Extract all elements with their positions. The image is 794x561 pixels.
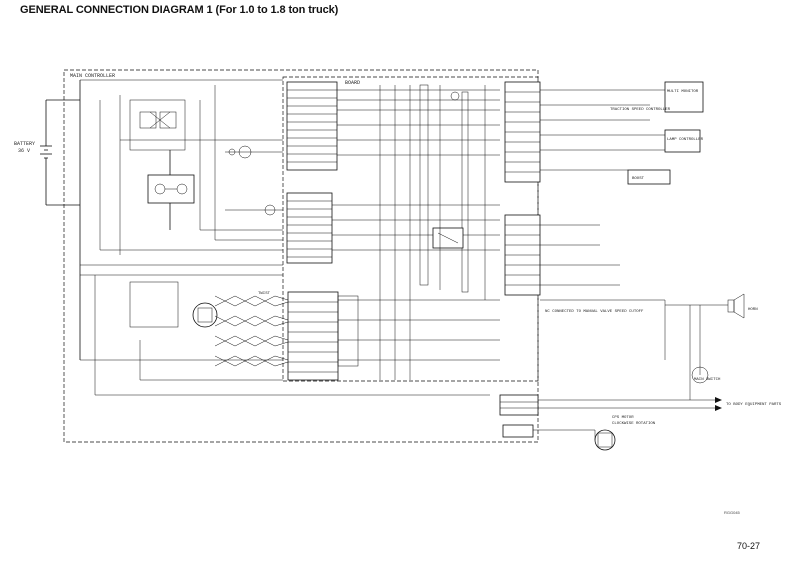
horn-label: HORN	[748, 308, 758, 312]
clockwise-rotation-label: CLOCKWISE ROTATION	[612, 422, 656, 426]
diagram-title: GENERAL CONNECTION DIAGRAM 1 (For 1.0 to…	[20, 4, 339, 16]
cps-motor-label: CPS MOTOR	[612, 416, 634, 420]
board-region	[282, 76, 539, 382]
lamp-controller-label: LAMP CONTROLLER	[667, 138, 704, 142]
battery-label: BATTERY	[14, 141, 35, 147]
battery-symbol	[40, 99, 80, 206]
twist-label: TWIST	[258, 292, 271, 296]
main-switch-symbol	[691, 366, 709, 384]
board-central-wiring	[332, 84, 500, 380]
boost-box	[627, 169, 671, 185]
nc-connected-note: NC CONNECTED TO MANUAL VALVE SPEED CUTOF…	[545, 310, 644, 314]
main-controller-label: MAIN CONTROLLER	[70, 73, 115, 79]
traction-speed-controller-label: TRACTION SPEED CONTROLLER	[610, 108, 671, 112]
right-connector-1	[504, 81, 541, 183]
board-connector-2	[286, 192, 333, 264]
multi-monitor-box	[664, 81, 704, 113]
to-body-equipment-label: TO BODY EQUIPMENT PARTS	[726, 403, 782, 407]
right-connector-3	[499, 394, 539, 438]
boost-label: BOOST	[632, 177, 645, 181]
multi-monitor-label: MULTI MONITOR	[667, 90, 699, 94]
cps-motor-symbol	[594, 429, 616, 451]
twisted-pairs	[214, 295, 289, 367]
board-connector-1	[286, 81, 338, 171]
board-connector-3	[287, 291, 339, 381]
horn-symbol	[665, 293, 745, 319]
main-switch-label: MAIN SWITCH	[694, 378, 721, 382]
battery-voltage-label: 36 V	[18, 148, 30, 154]
pump-controller	[94, 275, 490, 396]
external-wiring	[533, 89, 715, 431]
lamp-controller-box	[664, 129, 701, 153]
board-label: BOARD	[345, 80, 360, 86]
body-equipment-arrows	[715, 397, 722, 411]
reference-code: RGG045	[724, 510, 740, 515]
right-connector-2	[504, 214, 541, 296]
main-controller-wiring	[79, 79, 283, 361]
page-number: 70-27	[737, 541, 761, 551]
